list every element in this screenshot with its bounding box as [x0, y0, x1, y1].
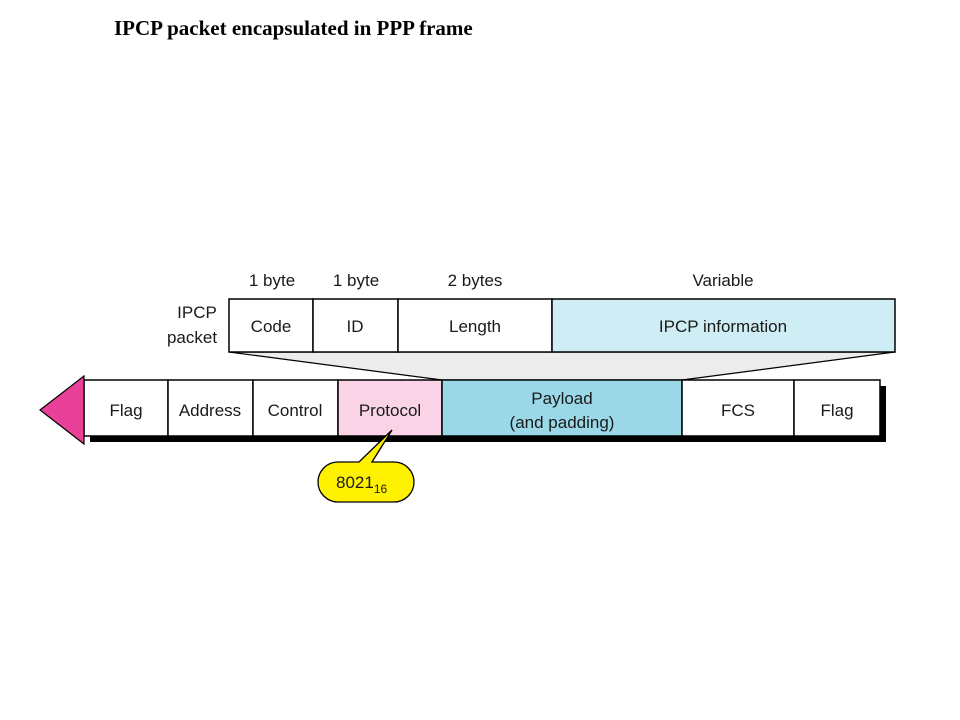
size-info: Variable [692, 271, 753, 290]
flag-end-cell [793, 379, 881, 437]
protocol-value-number: 8021 [336, 473, 374, 492]
address-cell [167, 379, 254, 437]
size-code: 1 byte [249, 271, 295, 290]
protocol-cell [337, 379, 443, 437]
field-length: Length [449, 317, 501, 336]
page-title: IPCP packet encapsulated in PPP frame [114, 16, 473, 40]
length-cell [397, 298, 553, 353]
fcs-cell [681, 379, 795, 437]
field-payload-line1: Payload [531, 389, 592, 408]
field-flag-end: Flag [820, 401, 853, 420]
protocol-value-base: 16 [374, 482, 388, 496]
callout-bubble [317, 429, 415, 503]
protocol-value: 802116 [336, 473, 388, 496]
ppp-frame: Flag Address Control Protocol Payload (a… [83, 379, 881, 437]
flag-start-cell [83, 379, 169, 437]
ipcp-label-line1: IPCP [177, 303, 217, 322]
size-length: 2 bytes [448, 271, 503, 290]
encapsulation-trapezoid [228, 351, 896, 381]
direction-arrow-icon [39, 374, 85, 446]
code-cell [228, 298, 314, 353]
protocol-callout: 802116 [317, 429, 415, 503]
field-info: IPCP information [659, 317, 787, 336]
field-id: ID [347, 317, 364, 336]
ipcp-packet: Code ID Length IPCP information [228, 298, 896, 353]
info-cell [551, 298, 896, 353]
id-cell [312, 298, 399, 353]
field-code: Code [251, 317, 292, 336]
control-cell [252, 379, 339, 437]
size-id: 1 byte [333, 271, 379, 290]
payload-cell [441, 379, 683, 437]
field-flag-start: Flag [109, 401, 142, 420]
field-fcs: FCS [721, 401, 755, 420]
field-protocol: Protocol [359, 401, 421, 420]
field-payload-line2: (and padding) [510, 413, 615, 432]
field-control: Control [268, 401, 323, 420]
field-address: Address [179, 401, 241, 420]
ipcp-label-line2: packet [167, 328, 217, 347]
